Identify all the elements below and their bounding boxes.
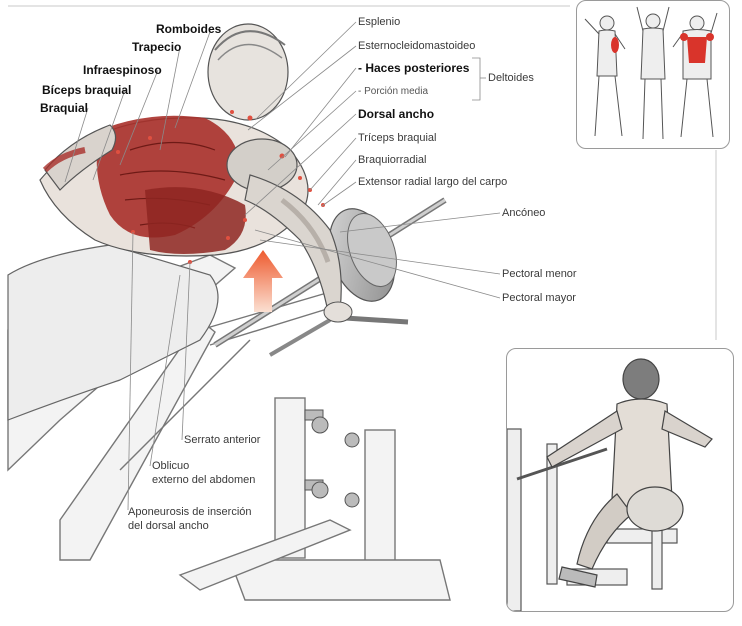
label-romboides: Romboides bbox=[156, 22, 222, 36]
label-porcion-media: - Porción media bbox=[358, 86, 429, 97]
label-pectoral-mayor: Pectoral mayor bbox=[502, 292, 576, 304]
label-aponeurosis-line2: del dorsal ancho bbox=[128, 520, 209, 532]
muscle-map-inset bbox=[576, 0, 730, 149]
label-braquiorradial: Braquiorradial bbox=[358, 154, 427, 166]
leader-lines bbox=[64, 21, 501, 511]
label-deltoides: Deltoides bbox=[488, 72, 534, 84]
label-braquial: Braquial bbox=[40, 101, 89, 115]
label-pectoral-menor: Pectoral menor bbox=[502, 268, 577, 280]
label-triceps-braquial: Tríceps braquial bbox=[358, 132, 437, 144]
machine-figure bbox=[507, 358, 713, 611]
label-trapecio: Trapecio bbox=[132, 40, 182, 54]
movement-arrow-icon bbox=[243, 250, 283, 312]
label-oblicuo-line1: Oblicuo bbox=[152, 460, 190, 472]
label-dorsal-ancho: Dorsal ancho bbox=[358, 107, 435, 121]
label-infraespinoso: Infraespinoso bbox=[83, 63, 162, 77]
label-esplenio: Esplenio bbox=[358, 16, 401, 28]
label-biceps-braquial: Bíceps braquial bbox=[42, 83, 132, 97]
label-anconeo: Ancóneo bbox=[502, 207, 546, 219]
machine-variant-inset bbox=[506, 348, 734, 612]
bench-pegs bbox=[304, 409, 360, 508]
label-extensor-radial: Extensor radial largo del carpo bbox=[358, 176, 508, 188]
label-oblicuo-line2: externo del abdomen bbox=[152, 474, 256, 486]
label-aponeurosis-line1: Aponeurosis de inserción bbox=[128, 506, 252, 518]
muscle-figures bbox=[584, 6, 718, 140]
label-serrato-anterior: Serrato anterior bbox=[184, 434, 261, 446]
label-haces-posteriores: - Haces posteriores bbox=[358, 61, 470, 75]
athlete bbox=[7, 23, 353, 421]
label-esternocleidomastoideo: Esternocleidomastoideo bbox=[358, 40, 476, 52]
